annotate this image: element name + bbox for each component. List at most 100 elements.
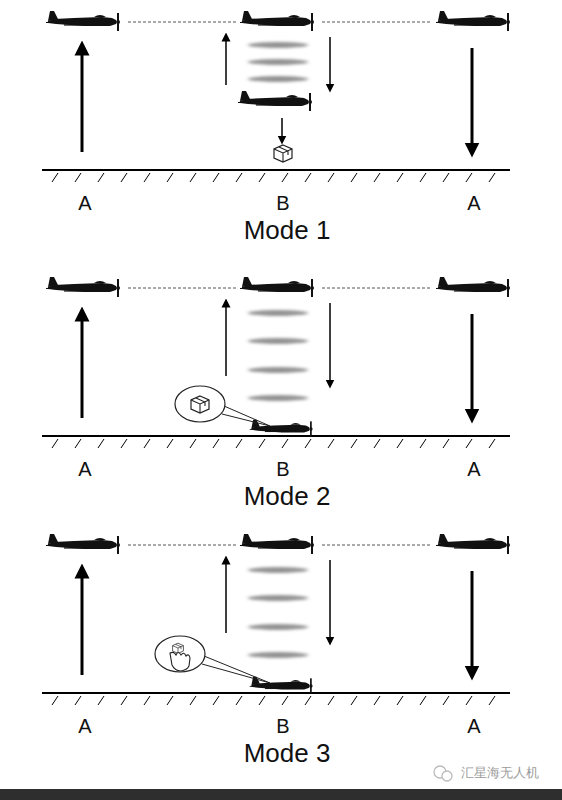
ground-hatch <box>305 173 311 182</box>
ground-hatch <box>259 173 265 182</box>
mode-caption: Mode 1 <box>244 217 331 243</box>
ground-hatch <box>420 439 426 448</box>
altitude-line <box>128 545 238 546</box>
ground-hatch <box>259 696 265 705</box>
ground-hatch <box>282 696 288 705</box>
aircraft-silhouette <box>240 277 314 297</box>
ground-hatch <box>489 439 495 448</box>
ground-hatch <box>466 439 472 448</box>
ground-hatch <box>144 696 150 705</box>
watermark-icon <box>442 771 452 781</box>
ground-hatch <box>351 696 357 705</box>
ground-hatch <box>98 439 104 448</box>
motion-arrow <box>329 37 331 88</box>
motion-blur <box>248 42 308 48</box>
motion-blur <box>248 624 308 630</box>
ground-hatch <box>374 696 380 705</box>
ground-hatch <box>489 696 495 705</box>
ground-hatch <box>397 696 403 705</box>
ground-hatch <box>236 696 242 705</box>
ground-hatch <box>236 439 242 448</box>
package-icon <box>274 145 292 162</box>
motion-arrow <box>225 560 227 633</box>
bottom-strip <box>0 789 562 800</box>
ground-hatch <box>52 696 58 705</box>
aircraft-silhouette <box>436 534 510 554</box>
motion-blur <box>248 595 308 601</box>
ground-hatch <box>213 696 219 705</box>
ground-hatch <box>466 696 472 705</box>
ground-hatch <box>443 696 449 705</box>
ground-hatch <box>52 439 58 448</box>
ground-hatch <box>75 696 81 705</box>
motion-blur <box>248 395 308 401</box>
ground-hatch <box>374 173 380 182</box>
motion-blur <box>248 59 308 65</box>
ground-hatch <box>374 439 380 448</box>
package-icon <box>173 643 184 653</box>
ground-hatch <box>121 173 127 182</box>
callout-leader <box>222 406 270 426</box>
ground-hatch <box>328 439 334 448</box>
ground-hatch <box>443 439 449 448</box>
position-label: A <box>78 193 91 213</box>
position-label: B <box>276 459 289 479</box>
motion-blur <box>248 567 308 573</box>
ground-hatch <box>305 439 311 448</box>
aircraft-silhouette <box>436 11 510 31</box>
ground-hatch <box>236 173 242 182</box>
ground-hatch <box>190 173 196 182</box>
mode-caption: Mode 3 <box>244 740 331 766</box>
motion-arrow <box>281 118 283 140</box>
altitude-line <box>128 288 238 289</box>
callout-leader <box>202 656 270 683</box>
ground-hatch <box>328 173 334 182</box>
motion-blur <box>248 652 308 658</box>
position-label: A <box>467 193 480 213</box>
ground-hatch <box>305 696 311 705</box>
ground-hatch <box>52 173 58 182</box>
motion-blur <box>248 367 308 373</box>
aircraft-silhouette <box>436 277 510 297</box>
motion-arrow <box>471 571 474 673</box>
position-label: A <box>78 716 91 736</box>
aircraft-silhouette <box>46 534 120 554</box>
callout-bubble <box>175 386 225 422</box>
ground-hatch <box>259 439 265 448</box>
motion-arrow <box>81 314 84 418</box>
position-label: B <box>276 193 289 213</box>
motion-arrow <box>81 48 84 152</box>
ground-hatch <box>213 439 219 448</box>
ground-hatch <box>351 439 357 448</box>
ground-hatch <box>190 696 196 705</box>
motion-arrow <box>471 314 474 416</box>
ground-hatch <box>144 439 150 448</box>
position-label: A <box>78 459 91 479</box>
ground-hatch <box>282 173 288 182</box>
altitude-line <box>322 545 430 546</box>
position-label: B <box>276 716 289 736</box>
hand-icon <box>170 652 190 671</box>
ground-hatch <box>328 696 334 705</box>
ground-hatch <box>466 173 472 182</box>
ground-hatch <box>420 696 426 705</box>
aircraft-silhouette <box>240 11 314 31</box>
ground-hatch <box>167 173 173 182</box>
ground-line <box>42 435 510 437</box>
ground-hatch <box>98 173 104 182</box>
ground-line <box>42 692 510 694</box>
aircraft-silhouette <box>46 277 120 297</box>
mode-caption: Mode 2 <box>244 483 331 509</box>
altitude-line <box>322 22 430 23</box>
position-label: A <box>467 716 480 736</box>
callout-bubble <box>155 636 205 672</box>
ground-hatch <box>397 173 403 182</box>
ground-hatch <box>282 439 288 448</box>
motion-arrow <box>225 303 227 376</box>
ground-hatch <box>75 173 81 182</box>
aircraft-silhouette <box>250 420 313 437</box>
ground-hatch <box>98 696 104 705</box>
motion-blur <box>248 338 308 344</box>
